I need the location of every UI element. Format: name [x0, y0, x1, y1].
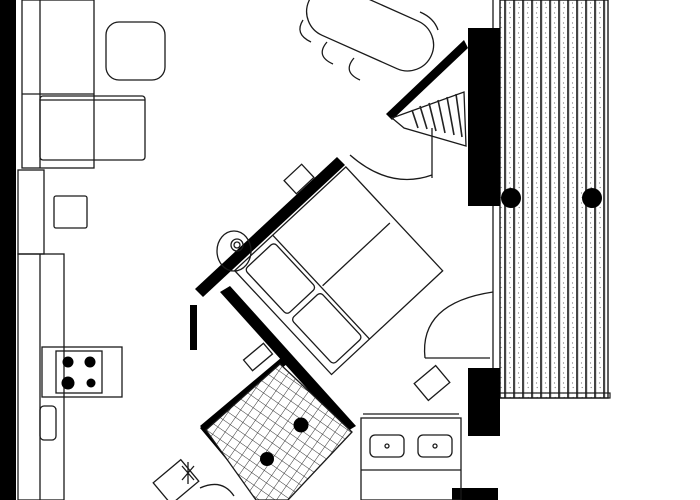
burner — [84, 356, 96, 368]
dining-chair — [321, 41, 334, 65]
sofa — [21, 0, 95, 169]
dining-chair — [419, 11, 439, 31]
burner — [86, 378, 96, 388]
sofa-chaise — [39, 95, 146, 161]
balcony-post — [582, 188, 602, 208]
wall-bedroom-upper — [195, 157, 345, 297]
nightstand-lamp — [216, 230, 252, 272]
exterior-wall-right-upper — [468, 28, 500, 206]
entry-door[interactable] — [349, 128, 433, 181]
vanity-sink — [369, 434, 405, 458]
kitchen-sink — [39, 405, 57, 441]
wall-bath-bottom — [452, 488, 498, 500]
bedroom-door[interactable] — [423, 291, 494, 359]
closet-hatch — [390, 91, 467, 147]
dining-chair — [299, 19, 312, 43]
bath-vanity — [360, 417, 462, 500]
kitchen — [17, 169, 123, 500]
bath-threshold — [242, 342, 274, 372]
living-area — [21, 0, 467, 229]
vanity-sink — [417, 434, 453, 458]
wall-hall-stub — [190, 305, 197, 350]
shower-drain — [260, 452, 274, 466]
burner — [61, 376, 75, 390]
balcony-threshold — [413, 364, 451, 402]
exterior-wall-right-lower — [468, 368, 500, 436]
burner — [62, 356, 74, 368]
side-table — [53, 195, 88, 229]
bedroom — [216, 163, 494, 402]
balcony-post — [501, 188, 521, 208]
dining-set — [299, 0, 439, 81]
cooktop-4-burner — [41, 346, 123, 398]
round-armchair — [105, 21, 166, 81]
double-bed — [233, 166, 444, 376]
bedroom-window-unit — [283, 163, 315, 195]
bathroom — [152, 342, 462, 500]
exterior-wall-left — [0, 0, 16, 500]
oval-dining-table — [305, 0, 435, 72]
toilet — [152, 458, 235, 500]
pillow — [245, 243, 316, 314]
kitchen-counter — [17, 253, 65, 500]
wall-bedroom-entry — [386, 40, 468, 120]
shower-tile-floor — [205, 363, 353, 500]
dining-chair — [348, 57, 361, 81]
shower-drain — [293, 417, 309, 433]
balcony — [492, 0, 611, 399]
pillow — [291, 293, 362, 364]
kitchen-cabinet — [17, 169, 45, 255]
